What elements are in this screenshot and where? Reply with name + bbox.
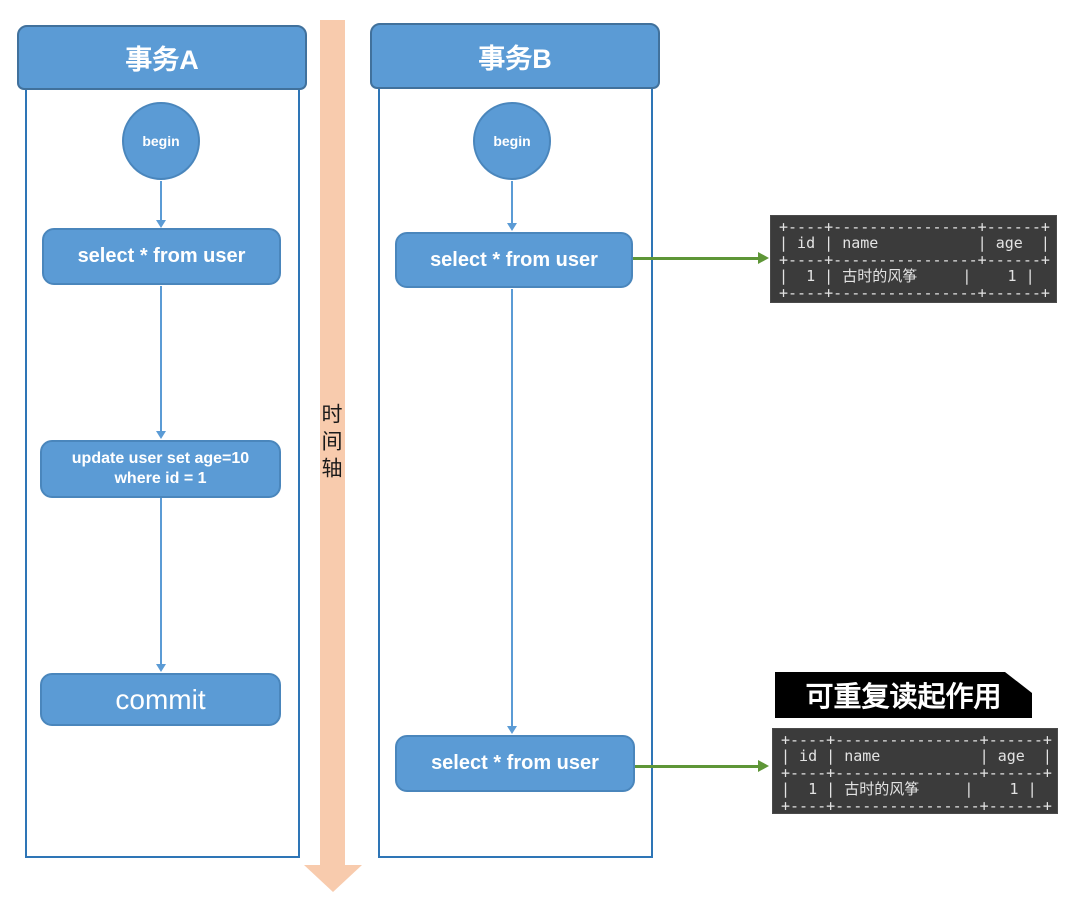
transaction-a-commit-node: commit bbox=[40, 673, 281, 726]
transaction-a-header: 事务A bbox=[17, 25, 307, 90]
transaction-a-begin-label: begin bbox=[142, 133, 180, 149]
transaction-a-title: 事务A bbox=[125, 45, 199, 75]
transaction-a-select-node: select * from user bbox=[42, 228, 281, 285]
timeline-arrow-head bbox=[304, 865, 362, 892]
timeline-arrow-shaft bbox=[320, 20, 345, 865]
transaction-b-select2-node: select * from user bbox=[395, 735, 635, 792]
transaction-b-lane bbox=[378, 88, 653, 858]
arrow-a-update-to-commit bbox=[156, 498, 166, 672]
query-result-table-2-text: +----+----------------+------+ | id | na… bbox=[781, 731, 1052, 815]
repeatable-read-annotation: 可重复读起作用 bbox=[775, 672, 1032, 718]
arrow-a-select-to-update bbox=[156, 286, 166, 439]
query-result-table-2: +----+----------------+------+ | id | na… bbox=[772, 728, 1058, 814]
transaction-b-select1-node: select * from user bbox=[395, 232, 633, 288]
transaction-b-begin-node: begin bbox=[473, 102, 551, 180]
transaction-a-lane bbox=[25, 88, 300, 858]
query-result-table-1: +----+----------------+------+ | id | na… bbox=[770, 215, 1057, 303]
query-result-table-1-text: +----+----------------+------+ | id | na… bbox=[779, 218, 1050, 302]
transaction-b-header: 事务B bbox=[370, 23, 660, 89]
transaction-a-update-node: update user set age=10 where id = 1 bbox=[40, 440, 281, 498]
arrow-a-begin-to-select bbox=[156, 181, 166, 228]
arrow-select1-to-result1 bbox=[633, 252, 769, 264]
repeatable-read-annotation-label: 可重复读起作用 bbox=[805, 681, 1002, 712]
arrow-b-begin-to-select1 bbox=[507, 181, 517, 231]
transaction-b-begin-label: begin bbox=[493, 133, 531, 149]
timeline-label: 时间轴 bbox=[319, 403, 342, 484]
arrow-b-select1-to-select2 bbox=[507, 289, 517, 734]
transaction-b-title: 事务B bbox=[478, 43, 552, 74]
transaction-a-begin-node: begin bbox=[122, 102, 200, 180]
arrow-select2-to-result2 bbox=[635, 760, 769, 772]
